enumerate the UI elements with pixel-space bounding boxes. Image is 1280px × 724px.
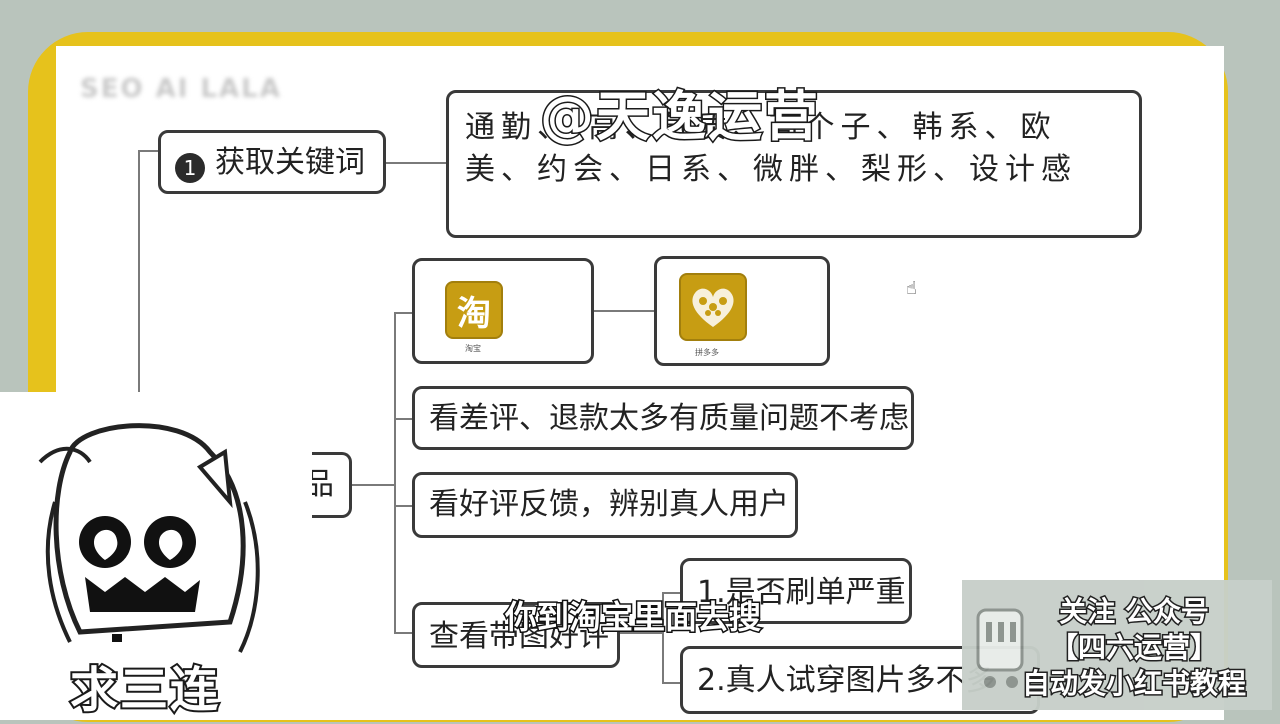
- blurred-title: SEO AI LALA: [80, 74, 282, 104]
- photo-reviews-label: 查看带图好评: [429, 619, 609, 654]
- good-reviews-label: 看好评反馈，辨别真人用户: [429, 487, 789, 522]
- sub-to-second: [662, 682, 682, 684]
- taobao-caption: 淘宝: [465, 344, 481, 353]
- mascot-illustration: [38, 423, 260, 653]
- bad-reviews-node[interactable]: 看差评、退款太多有质量问题不考虑: [412, 386, 914, 450]
- keywords-node[interactable]: 通勤、 高、气质、高个子、韩系、欧美、约会、日系、微胖、梨形、设计感: [446, 90, 1142, 238]
- app-connector: [592, 310, 654, 312]
- video-subtitle: 你到淘宝里面去搜: [503, 597, 762, 638]
- fake-orders-node[interactable]: 1.是否刷单严重: [680, 558, 912, 624]
- promo-panel: [962, 580, 1272, 710]
- sub-vertical: [662, 592, 664, 684]
- branch-vertical: [394, 312, 396, 634]
- taobao-node[interactable]: 淘 淘宝: [412, 258, 594, 364]
- photo-to-sub: [618, 632, 664, 634]
- mascot-panel: [0, 392, 312, 720]
- tryon-photos-label: 2.真人试穿图片多不多: [697, 663, 996, 698]
- taobao-icon: 淘: [445, 281, 503, 339]
- promo-line-3: 自动发小红书教程: [1020, 666, 1247, 702]
- promo-line-2: 【四六运营】: [1048, 630, 1219, 666]
- trunk-line: [138, 150, 140, 400]
- branch-to-photo-reviews: [394, 632, 412, 634]
- pinduoduo-caption: 拼多多: [695, 348, 719, 357]
- keyword-connector: [384, 162, 446, 164]
- photo-reviews-node[interactable]: 查看带图好评: [412, 602, 620, 668]
- keyword-node-label: 获取关键词: [215, 145, 365, 180]
- hand-cursor-icon: ☝: [906, 278, 917, 299]
- taobao-glyph: 淘: [457, 293, 491, 334]
- pinduoduo-node[interactable]: 拼多多: [654, 256, 830, 366]
- parent-to-branch: [350, 484, 396, 486]
- keyword-node[interactable]: 1 获取关键词: [158, 130, 386, 194]
- heart-icon: [692, 288, 734, 327]
- branch-to-good-reviews: [394, 505, 412, 507]
- step-number-badge: 1: [175, 152, 205, 183]
- bad-reviews-label: 看差评、退款太多有质量问题不考虑: [429, 401, 909, 436]
- branch-to-bad-reviews: [394, 418, 412, 420]
- keywords-text: 通勤、 高、气质、高个子、韩系、欧美、约会、日系、微胖、梨形、设计感: [465, 110, 1077, 187]
- branch-to-apps: [394, 312, 412, 314]
- promo-line-1: 关注 公众号: [1058, 594, 1211, 630]
- robot-icon: [976, 608, 1024, 688]
- sub-to-first: [662, 592, 682, 594]
- pinduoduo-icon: [679, 273, 747, 341]
- mascot-caption: 求三连: [68, 660, 221, 720]
- trunk-elbow: [138, 150, 160, 152]
- fake-orders-label: 1.是否刷单严重: [697, 575, 906, 610]
- watermark: @天逸运营: [539, 84, 820, 150]
- good-reviews-node[interactable]: 看好评反馈，辨别真人用户: [412, 472, 798, 538]
